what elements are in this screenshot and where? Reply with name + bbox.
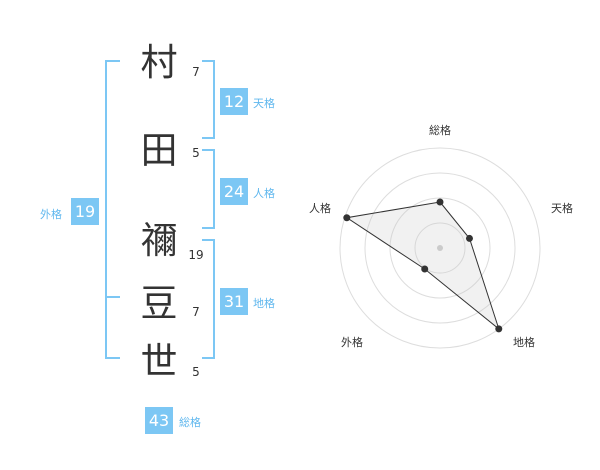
- stroke-count-2: 5: [192, 146, 200, 160]
- name-char-4: 豆: [141, 282, 178, 325]
- soukaku-value: 43: [149, 411, 169, 430]
- jinkaku-box: [220, 178, 248, 205]
- jinkaku-label: 人格: [253, 186, 275, 200]
- radar-ring-3: [364, 172, 516, 324]
- radar-axis-label-1: 総格: [429, 123, 451, 137]
- name-char-2: 田: [141, 129, 178, 172]
- bracket-tenkaku: [202, 60, 215, 139]
- stroke-count-4: 7: [192, 305, 200, 319]
- radar-polygon: [345, 201, 500, 331]
- bracket-outer: [105, 60, 120, 359]
- name-char-5: 世: [141, 340, 178, 383]
- radar-point-2: [465, 234, 473, 242]
- tenkaku-box: [220, 88, 248, 115]
- stroke-count-3: 19: [188, 248, 203, 262]
- radar-ring-1: [414, 222, 466, 274]
- chikaku-box: [220, 288, 248, 315]
- radar-center-dot: [437, 245, 443, 251]
- soukaku-box: [145, 407, 173, 434]
- gaikaku-box: [71, 198, 99, 225]
- stroke-count-1: 7: [192, 65, 200, 79]
- bracket-jinkaku: [202, 149, 215, 229]
- radar-ring-4: [339, 147, 541, 349]
- bracket-chikaku: [202, 239, 215, 359]
- radar-axis-label-5: 人格: [309, 201, 331, 215]
- gaikaku-value: 19: [75, 202, 95, 221]
- radar-axis-label-4: 外格: [341, 335, 363, 349]
- radar-point-5: [343, 214, 351, 222]
- chikaku-value: 31: [224, 292, 244, 311]
- name-char-3: 禰: [141, 219, 178, 262]
- jinkaku-value: 24: [224, 182, 244, 201]
- radar-axis-label-2: 天格: [551, 201, 573, 215]
- soukaku-label: 総格: [179, 415, 201, 429]
- chikaku-label: 地格: [253, 296, 275, 310]
- radar-point-3: [495, 325, 503, 333]
- gaikaku-label: 外格: [40, 207, 62, 221]
- radar-point-4: [421, 265, 429, 273]
- stroke-count-5: 5: [192, 365, 200, 379]
- tenkaku-value: 12: [224, 92, 244, 111]
- tenkaku-label: 天格: [253, 96, 275, 110]
- radar-axis-label-3: 地格: [513, 335, 535, 349]
- radar-point-1: [436, 198, 444, 206]
- name-char-1: 村: [141, 41, 178, 84]
- radar-ring-2: [389, 197, 491, 299]
